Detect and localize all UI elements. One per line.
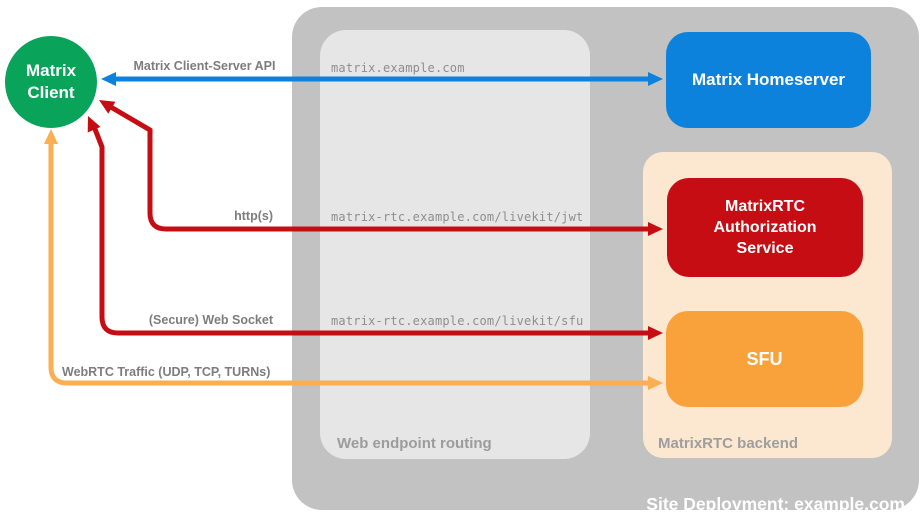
label-secure-web-socket: (Secure) Web Socket [148, 313, 273, 327]
matrixrtc-backend-label: MatrixRTC backend [658, 435, 799, 452]
web-endpoint-routing-container [320, 30, 590, 459]
web-endpoint-routing-label: Web endpoint routing [337, 435, 492, 452]
matrix-client-label: Matrix Client [25, 61, 77, 102]
endpoint-livekit-jwt-url: matrix-rtc.example.com/livekit/jwt [331, 210, 584, 224]
node-matrixrtc-authorization-service: MatrixRTC Authorization Service [667, 178, 863, 277]
node-matrix-client: Matrix Client [5, 36, 97, 128]
endpoint-matrix-homeserver-url: matrix.example.com [331, 61, 465, 75]
label-https: http(s) [234, 209, 273, 223]
matrix-homeserver-label: Matrix Homeserver [691, 70, 846, 89]
endpoint-livekit-sfu-url: matrix-rtc.example.com/livekit/sfu [331, 314, 584, 328]
authorization-service-label: MatrixRTC Authorization Service [713, 198, 817, 257]
node-matrix-homeserver: Matrix Homeserver [666, 32, 871, 128]
site-deployment-label: Site Deployment: example.com [646, 494, 905, 514]
sfu-label: SFU [746, 348, 783, 369]
label-matrix-client-server-api: Matrix Client-Server API [133, 59, 276, 73]
label-webrtc-traffic: WebRTC Traffic (UDP, TCP, TURNs) [62, 365, 271, 379]
node-sfu: SFU [666, 311, 863, 407]
